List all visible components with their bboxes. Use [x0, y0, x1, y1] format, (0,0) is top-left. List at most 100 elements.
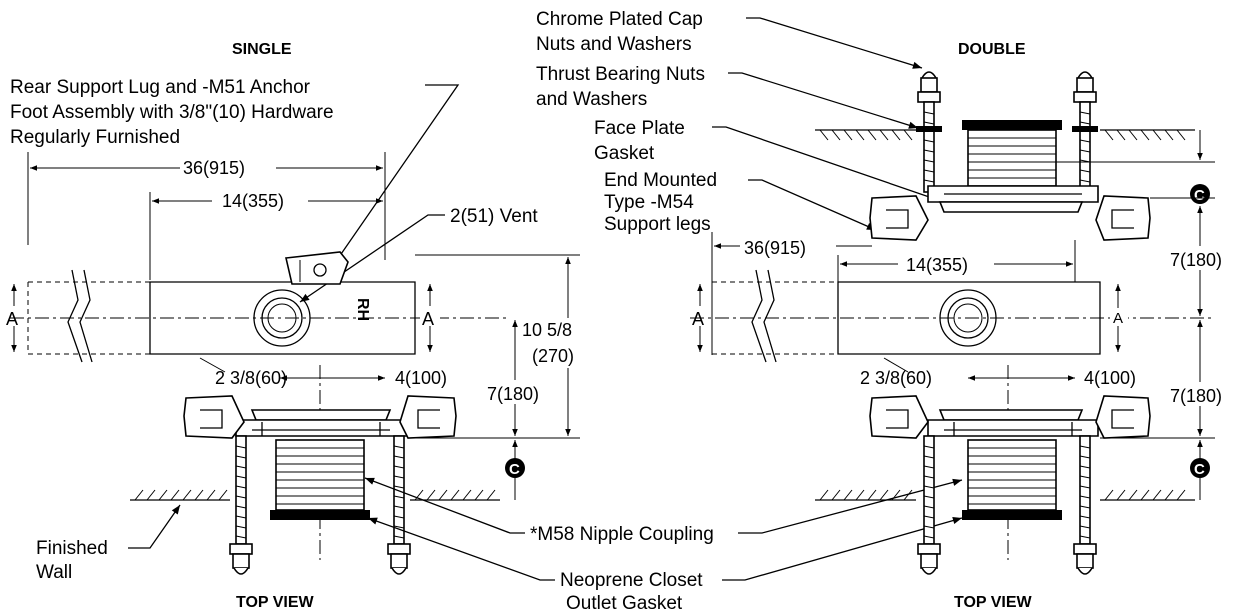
offset-leader-right: [883, 357, 909, 373]
nipple-leader-left: [364, 477, 525, 534]
dim-left-inner: 14(355): [222, 191, 284, 211]
top-view-label-right: TOP VIEW: [954, 594, 1033, 611]
dim-mask: [485, 380, 547, 404]
support-leg-right: [399, 395, 457, 439]
chrome-cap-label-line2: Nuts and Washers: [536, 34, 692, 55]
fixture-outline-dashed-right: [711, 281, 838, 355]
dim-left-depth: 4(100): [395, 368, 447, 388]
centerline-symbol-bottom: C: [1190, 458, 1210, 478]
nipple-leader-right: [738, 478, 963, 534]
single-assembly: Rear Support Lug and -M51 Anchor Foot As…: [4, 77, 592, 583]
svg-text:C: C: [509, 461, 520, 478]
dim-right-inner: 14(355): [906, 255, 968, 275]
threaded-rod-top-right: [1072, 71, 1098, 193]
neoprene-leader-left: [367, 517, 555, 581]
double-assembly: Chrome Plated Cap Nuts and Washers Thrus…: [536, 9, 1238, 575]
neoprene-label-line2: Outlet Gasket: [566, 593, 683, 613]
top-view-label-left: TOP VIEW: [236, 594, 315, 611]
dim-right-7-upper: 7(180): [1170, 250, 1222, 270]
neoprene-leader-right: [722, 517, 963, 581]
dim-left-A1: A: [6, 309, 18, 329]
nipple-coupling-label: *M58 Nipple Coupling: [530, 524, 714, 545]
flange-plate-bottom: [927, 419, 1099, 437]
threaded-rod-top-left: [916, 71, 942, 193]
dim-mask: [740, 234, 836, 258]
finished-wall-hatch-left: [130, 489, 500, 501]
face-plate-top: [938, 201, 1084, 213]
dim-right-A2: A: [1113, 310, 1123, 327]
svg-text:C: C: [1194, 461, 1205, 478]
dim-mask: [212, 188, 308, 212]
thrust-label-line1: Thrust Bearing Nuts: [536, 64, 705, 85]
dim-left-A2: A: [422, 309, 434, 329]
finished-wall-leader: [128, 504, 181, 549]
flange-detail: [944, 422, 1082, 436]
dim-left-height-1: 10 5/8: [522, 320, 572, 340]
face-plate-label-line2: Gasket: [594, 143, 655, 164]
dim-mask: [420, 306, 440, 326]
threaded-rod-bottom-right: [1073, 435, 1097, 575]
finished-wall-hatch-top: [815, 129, 1195, 141]
leg-slot: [886, 409, 909, 429]
dim-mask: [1110, 308, 1128, 326]
centerline-symbol-left: C: [505, 458, 525, 478]
dim-right-depth: 4(100): [1084, 368, 1136, 388]
support-leg-left: [183, 395, 245, 439]
threaded-rod-bottom-left: [917, 435, 941, 575]
leg-slot: [417, 409, 440, 429]
flange-detail: [252, 422, 390, 436]
dim-left-height-2: (270): [532, 346, 574, 366]
threaded-rod-left: [229, 435, 253, 575]
nipple-coupling-bottom: [962, 439, 1062, 520]
chrome-cap-label-line1: Chrome Plated Cap: [536, 9, 703, 30]
finished-wall-label-line2: Wall: [36, 562, 72, 583]
support-leg-top-left: [869, 195, 929, 241]
support-leg-bottom-right: [1095, 395, 1151, 439]
dim-left-overall: 36(915): [183, 158, 245, 178]
face-plate-leader: [712, 126, 939, 201]
rear-support-label-line2: Foot Assembly with 3/8"(10) Hardware: [10, 102, 334, 123]
dim-mask: [1168, 382, 1238, 406]
break-symbol-right: [751, 269, 777, 363]
leg-slot: [1111, 409, 1134, 429]
single-view-title: SINGLE: [232, 41, 292, 58]
end-mounted-label-line3: Support legs: [604, 214, 711, 235]
svg-text:C: C: [1194, 187, 1205, 204]
dim-left-7: 7(180): [487, 384, 539, 404]
neoprene-label-line1: Neoprene Closet: [560, 570, 703, 591]
chrome-cap-leader: [746, 17, 923, 69]
break-symbol: [67, 269, 93, 363]
dim-right-A1: A: [692, 309, 704, 329]
face-plate-bottom: [938, 409, 1084, 421]
nipple-coupling-top: [962, 120, 1062, 187]
leg-slot: [886, 209, 909, 229]
dim-right-offset: 2 3/8(60): [860, 368, 932, 388]
rear-support-label-line1: Rear Support Lug and -M51 Anchor: [10, 77, 311, 98]
end-mounted-label-line2: Type -M54: [604, 192, 694, 213]
leg-slot: [1111, 209, 1134, 229]
end-mounted-label-line1: End Mounted: [604, 170, 717, 191]
double-view-title: DOUBLE: [958, 41, 1026, 58]
dim-mask: [4, 306, 24, 326]
carrier-body-right: [837, 281, 1101, 355]
support-leg-bottom-left: [869, 395, 929, 439]
centerline-symbol-top: C: [1190, 184, 1210, 204]
face-plate: [250, 409, 392, 421]
dim-mask: [1168, 246, 1238, 270]
thrust-label-line2: and Washers: [536, 89, 647, 110]
carrier-body: [149, 281, 416, 355]
nipple-coupling-left: [270, 439, 370, 520]
finished-wall-hatch-bottom-right: [815, 489, 1195, 501]
support-leg-top-right: [1095, 195, 1151, 241]
dim-right-7-lower: 7(180): [1170, 386, 1222, 406]
lug-bolt: [313, 263, 327, 277]
dim-mask: [180, 155, 276, 179]
end-mounted-leader: [748, 179, 877, 231]
rear-support-label-line3: Regularly Furnished: [10, 127, 180, 148]
dim-right-overall: 36(915): [744, 238, 806, 258]
finished-wall-label-line1: Finished: [36, 538, 108, 559]
rh-mark: RH: [354, 298, 371, 321]
dim-mask: [522, 318, 592, 368]
